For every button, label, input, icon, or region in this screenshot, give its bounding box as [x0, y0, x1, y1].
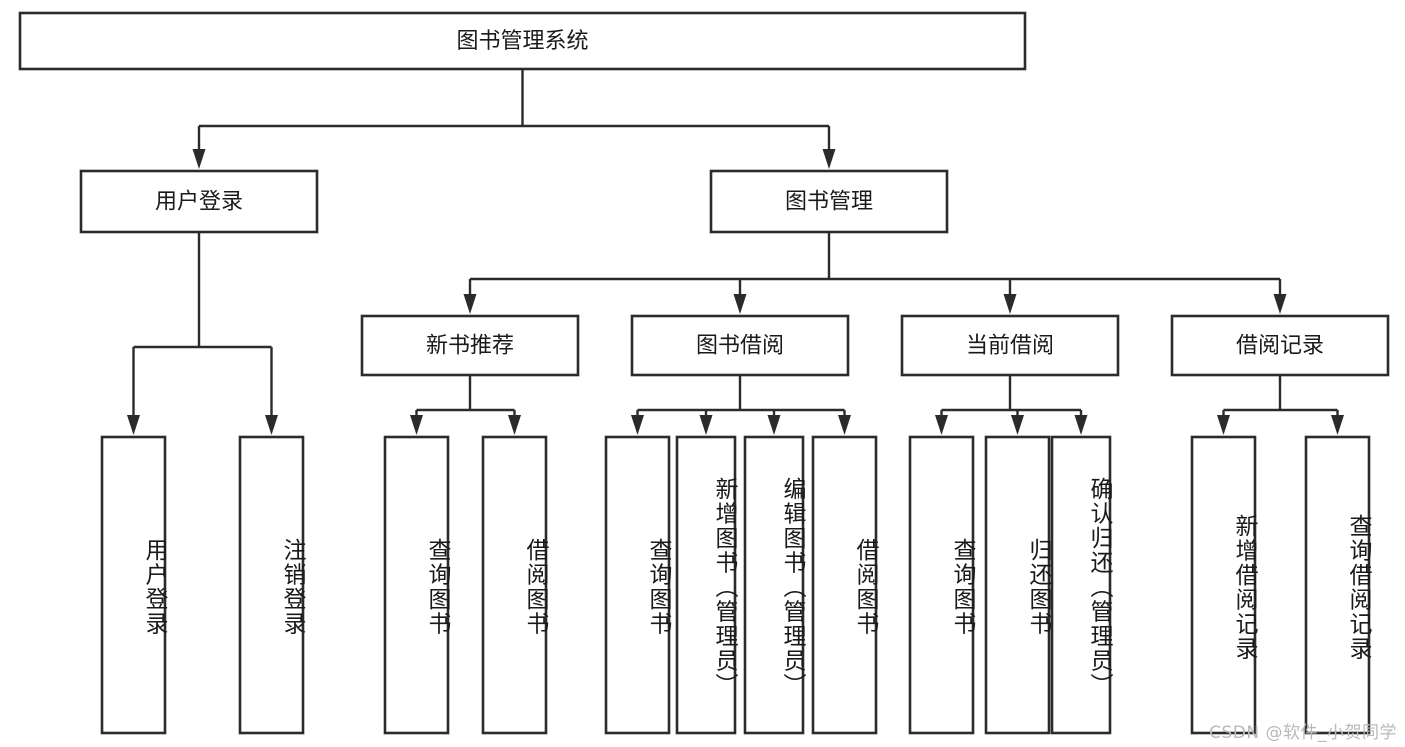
watermark-text: CSDN @软件_小贺同学 — [1209, 723, 1397, 743]
edge-arrowhead — [1273, 294, 1287, 314]
node-box-leaf-return-book[interactable] — [984, 435, 1051, 735]
node-box-leaf-add-book[interactable] — [675, 435, 737, 735]
edge-arrowhead — [1217, 415, 1230, 435]
node-box-leaf-borrow-book-rec[interactable] — [481, 435, 548, 735]
boxes-layer — [18, 11, 1390, 735]
edge-arrowhead — [1003, 294, 1017, 314]
edge-arrowhead — [822, 149, 836, 169]
edge-arrowhead — [127, 415, 140, 435]
node-label-current-borrow: 当前借阅 — [966, 334, 1054, 359]
node-box-borrow-record[interactable] — [1170, 314, 1390, 377]
node-box-root[interactable] — [18, 11, 1027, 71]
node-box-current-borrow[interactable] — [900, 314, 1120, 377]
node-box-leaf-borrow-book[interactable] — [811, 435, 878, 735]
node-box-leaf-edit-book[interactable] — [743, 435, 805, 735]
edge-arrowhead — [1011, 415, 1024, 435]
node-label-root: 图书管理系统 — [456, 29, 588, 54]
edges-layer — [127, 69, 1344, 435]
edge-arrowhead — [767, 415, 781, 435]
node-box-leaf-user-login[interactable] — [100, 435, 167, 735]
node-box-book-borrow[interactable] — [630, 314, 850, 377]
edge-arrowhead — [508, 415, 521, 435]
node-box-book-manage[interactable] — [709, 169, 949, 234]
edge-arrowhead — [463, 294, 477, 314]
edge-arrowhead — [1331, 415, 1344, 435]
edge-arrowhead — [265, 415, 278, 435]
node-box-leaf-query-book-cur[interactable] — [908, 435, 975, 735]
node-box-leaf-user-logout[interactable] — [238, 435, 305, 735]
edge-arrowhead — [935, 415, 948, 435]
node-box-leaf-query-book-borrow[interactable] — [604, 435, 671, 735]
node-label-new-book-rec: 新书推荐 — [426, 334, 514, 359]
edge-arrowhead — [838, 415, 851, 435]
node-label-book-manage: 图书管理 — [785, 190, 873, 215]
edge-arrowhead — [631, 415, 644, 435]
node-label-user-login: 用户登录 — [155, 190, 243, 215]
edge-arrowhead — [192, 149, 206, 169]
node-box-leaf-confirm-return[interactable] — [1050, 435, 1112, 735]
node-label-borrow-record: 借阅记录 — [1236, 334, 1324, 359]
edge-arrowhead — [1074, 415, 1088, 435]
edge-arrowhead — [733, 294, 747, 314]
edge-arrowhead — [410, 415, 423, 435]
node-box-new-book-rec[interactable] — [360, 314, 580, 377]
node-box-leaf-query-book-rec[interactable] — [383, 435, 450, 735]
node-box-leaf-query-record[interactable] — [1304, 435, 1371, 735]
node-label-book-borrow: 图书借阅 — [696, 334, 784, 359]
node-box-leaf-add-record[interactable] — [1190, 435, 1257, 735]
edge-arrowhead — [699, 415, 713, 435]
node-box-user-login[interactable] — [79, 169, 319, 234]
